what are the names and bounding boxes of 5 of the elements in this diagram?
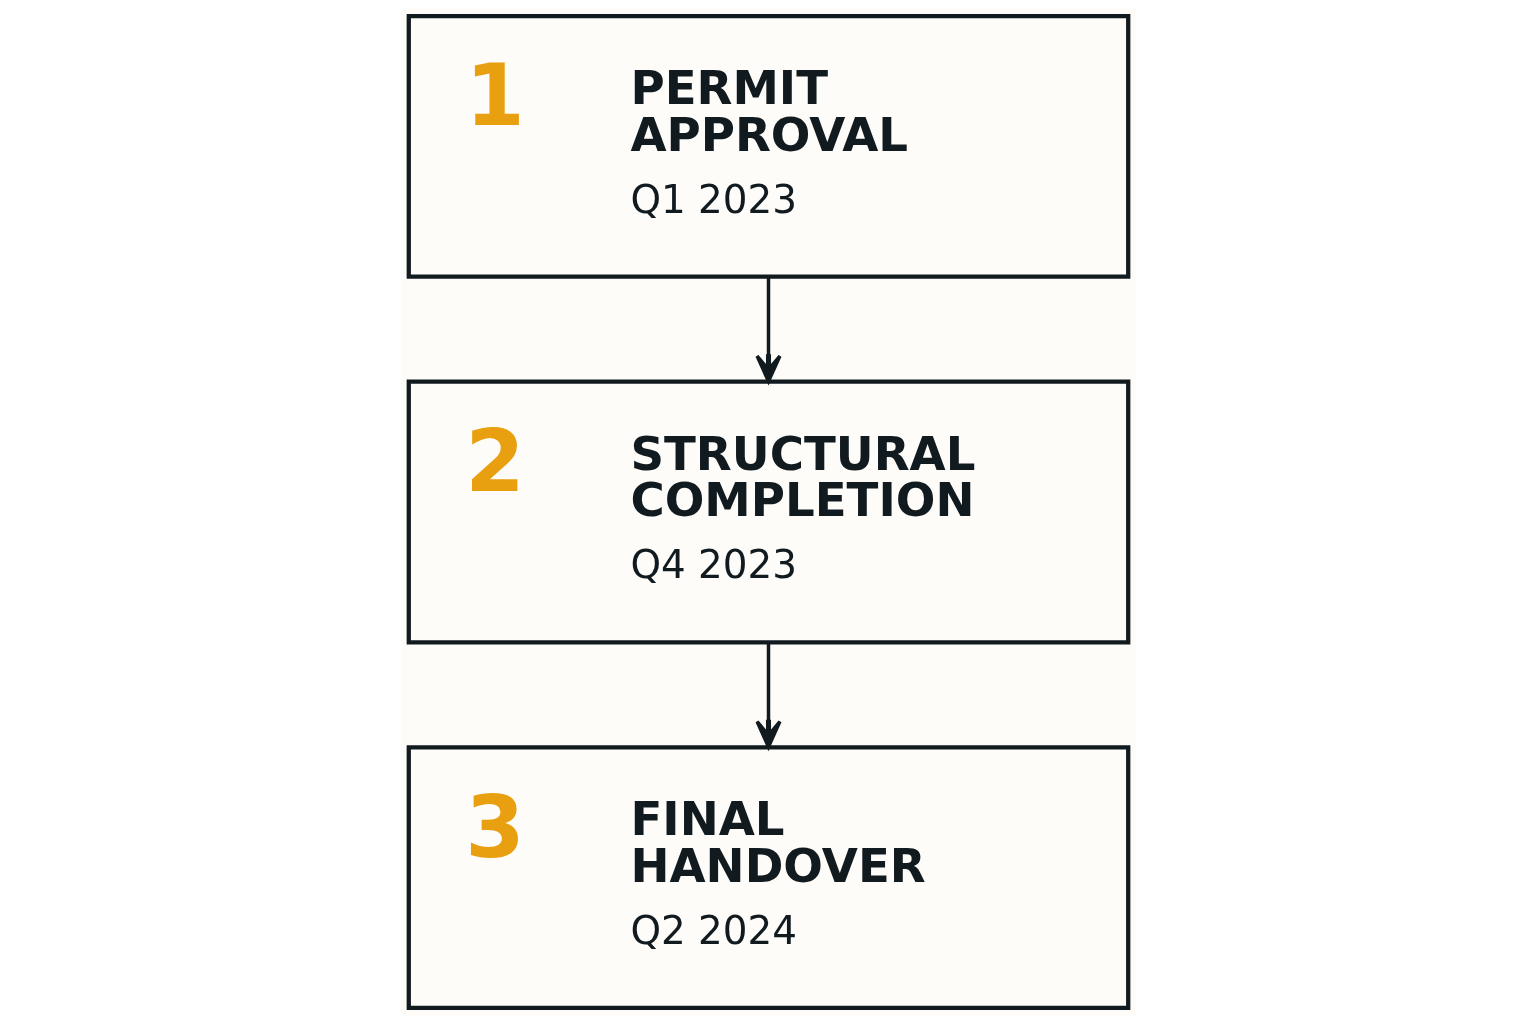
node-box: 2 STRUCTURAL COMPLETION Q4 2023: [406, 379, 1130, 645]
arrow: [754, 642, 782, 749]
node-box: 3 FINAL HANDOVER Q2 2024: [406, 745, 1130, 1010]
node-box: 1 PERMIT APPROVAL Q1 2023: [406, 14, 1130, 279]
arrow: [754, 276, 782, 384]
